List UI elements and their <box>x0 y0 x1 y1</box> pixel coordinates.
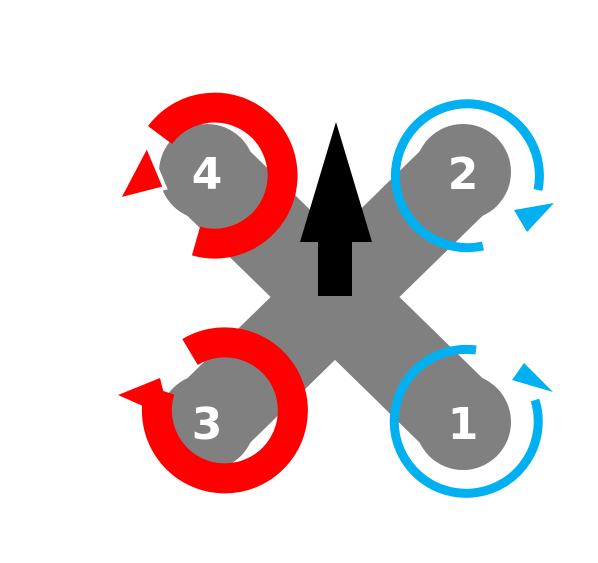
motor-hub-2 <box>415 124 511 220</box>
ccw-rotation-icon <box>114 92 298 259</box>
motor-label-4: 4 <box>192 149 223 200</box>
motor-hub-1 <box>415 374 511 470</box>
motor-label-2: 2 <box>448 149 479 200</box>
ccw-rotation-icon <box>118 327 308 494</box>
frame <box>162 127 508 467</box>
cw-rotation-icon <box>391 99 554 253</box>
frame-arm-diagonal-b <box>162 127 508 467</box>
cw-rotation-icon <box>389 344 553 498</box>
motor-label-3: 3 <box>192 399 223 450</box>
forward-arrow-icon <box>300 122 372 296</box>
motor-hub-4 <box>159 124 255 220</box>
motor-label-1: 1 <box>448 399 479 450</box>
